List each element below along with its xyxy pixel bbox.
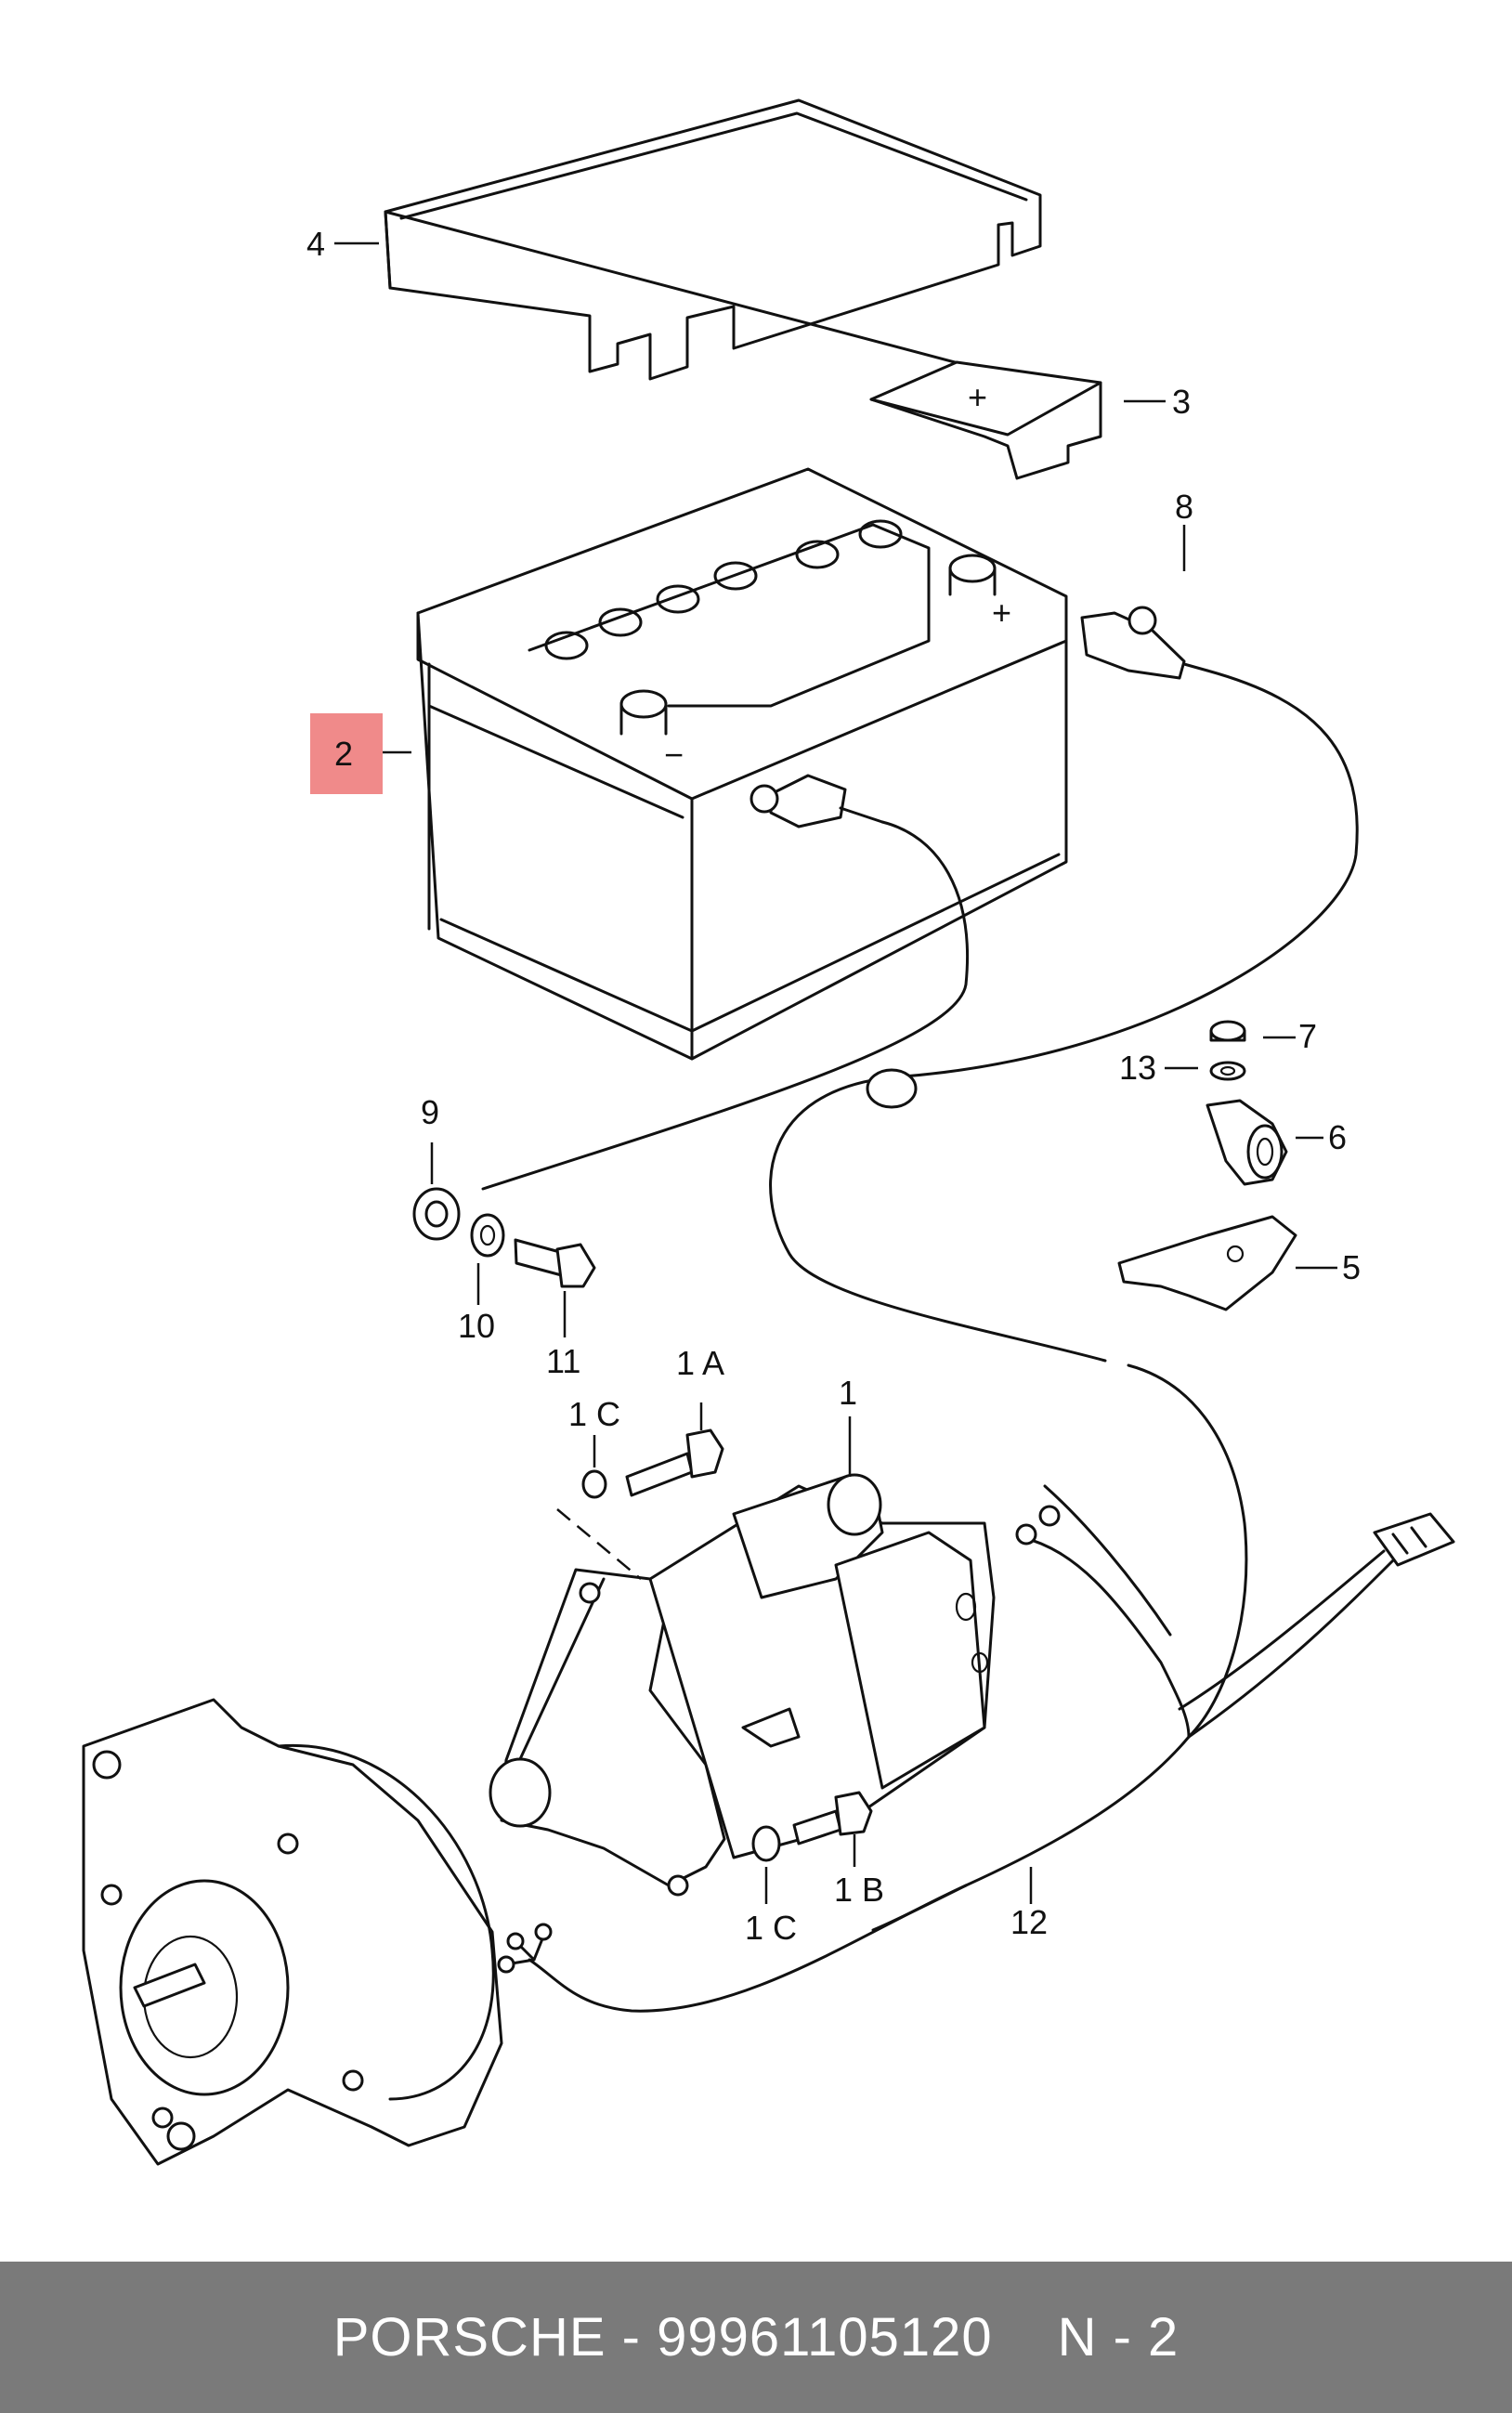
callout-1A: 1 A	[676, 1344, 724, 1382]
footer-part-number: 99961105120	[657, 2307, 993, 2367]
callout-10: 10	[458, 1307, 495, 1345]
callout-1: 1	[839, 1374, 857, 1412]
callouts: 4 3 8 2 7 13 6 5 9 10 11 1 A 1 C 1 1 B 1…	[306, 225, 1361, 1947]
engine-housing	[82, 1698, 503, 2166]
callout-5: 5	[1342, 1248, 1361, 1286]
battery-part-2: − +	[416, 467, 1068, 1061]
battery-plus-symbol: +	[992, 593, 1011, 632]
footer-separator: -	[621, 2307, 641, 2367]
footer-bar: PORSCHE - 99961105120 N - 2	[0, 2262, 1512, 2413]
parts-diagram: + − +	[82, 98, 1455, 2166]
battery-cover-part-4	[384, 98, 1042, 381]
callout-7: 7	[1298, 1017, 1317, 1055]
wiring-harness-part-12	[497, 1484, 1455, 1974]
terminal-cover-part-3: +	[869, 360, 1102, 480]
callout-3: 3	[1172, 383, 1191, 421]
callout-11: 11	[546, 1342, 580, 1380]
leader-lines	[334, 241, 1337, 1904]
callout-9: 9	[421, 1093, 439, 1131]
battery-minus-symbol: −	[664, 736, 684, 774]
terminal-hardware	[1117, 1020, 1297, 1311]
highlight-part-2	[310, 713, 383, 794]
callout-1C-top: 1 C	[568, 1395, 620, 1433]
footer-brand: PORSCHE	[332, 2307, 606, 2367]
callout-8: 8	[1175, 488, 1193, 526]
footer-ref: N - 2	[1057, 2307, 1180, 2367]
callout-4: 4	[306, 225, 325, 263]
battery-positive-cable	[528, 606, 1359, 2013]
callout-6: 6	[1328, 1118, 1347, 1156]
cover-plus-symbol: +	[968, 378, 987, 416]
callout-13: 13	[1119, 1049, 1156, 1087]
callout-1C-bottom: 1 C	[745, 1909, 797, 1947]
callout-12: 12	[1010, 1903, 1048, 1941]
washer-and-bolt	[470, 1213, 596, 1288]
ground-strap	[412, 774, 969, 1241]
callout-2: 2	[334, 735, 353, 773]
starter-motor-part-1	[489, 1428, 996, 1897]
callout-1B: 1 B	[834, 1871, 884, 1909]
